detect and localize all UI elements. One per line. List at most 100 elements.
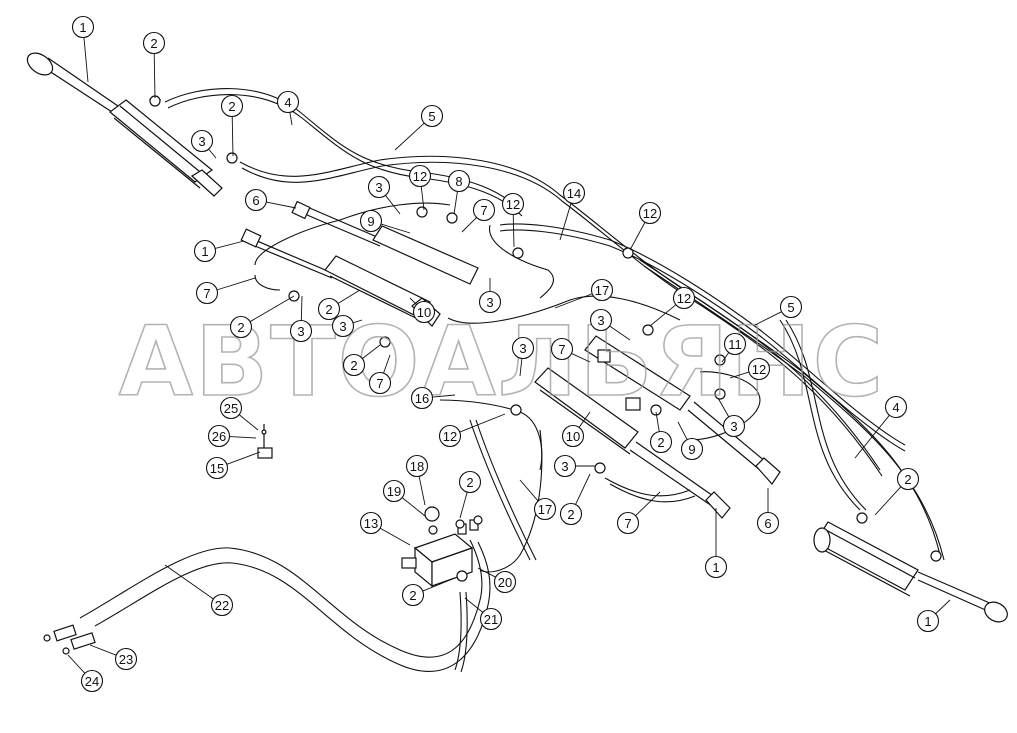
callout-3: 3: [367, 175, 401, 215]
callout-leader-line: [153, 53, 156, 99]
callout-number: 7: [203, 286, 210, 301]
callout-10: 10: [561, 411, 591, 448]
callout-number: 24: [85, 674, 99, 689]
callout-2: 2: [317, 289, 361, 321]
callout-bubble: [562, 181, 586, 205]
callout-2: 2: [142, 31, 166, 99]
callout-leader-line: [215, 240, 245, 249]
callout-bubble: [195, 281, 219, 305]
callout-number: 2: [567, 507, 574, 522]
callout-5: 5: [394, 104, 444, 151]
callout-number: 3: [198, 134, 205, 149]
callout-2: 2: [401, 577, 456, 607]
callout-bubble: [589, 308, 613, 332]
callout-22: 22: [164, 564, 234, 617]
callout-bubble: [244, 188, 268, 212]
callout-bubble: [779, 295, 803, 319]
callout-leader-line: [459, 413, 506, 433]
callout-number: 12: [413, 169, 427, 184]
callout-13: 13: [359, 511, 411, 546]
callout-leader-line: [677, 421, 688, 440]
callout-bubble: [220, 94, 244, 118]
callout-bubble: [704, 555, 728, 579]
callout-number: 7: [376, 376, 383, 391]
callout-leader-line: [754, 311, 782, 326]
callout-leader-line: [874, 486, 902, 516]
callout-number: 7: [558, 342, 565, 357]
callout-number: 12: [443, 429, 457, 444]
callout-leader-line: [935, 599, 951, 615]
callout-number: 15: [210, 461, 224, 476]
callout-number: 19: [387, 484, 401, 499]
callout-leader-line: [422, 577, 456, 592]
callout-number: 5: [787, 300, 794, 315]
callout-leader-line: [379, 527, 411, 546]
callout-leader-line: [383, 354, 391, 374]
callout-number: 2: [150, 36, 157, 51]
callout-bubble: [533, 497, 557, 521]
callout-number: 3: [561, 459, 568, 474]
callout-leader-line: [164, 564, 214, 600]
callout-number: 14: [567, 186, 581, 201]
callout-18: 18: [405, 454, 429, 506]
callout-bubble: [493, 570, 517, 594]
callout-number: 2: [228, 99, 235, 114]
callout-bubble: [458, 470, 482, 494]
callout-bubble: [71, 15, 95, 39]
callout-bubble: [193, 239, 217, 263]
callout-3: 3: [478, 278, 502, 314]
callout-number: 2: [237, 320, 244, 335]
callout-bubble: [207, 424, 231, 448]
callout-number: 2: [466, 475, 473, 490]
callout-2: 2: [342, 344, 381, 377]
callout-number: 23: [119, 652, 133, 667]
callout-number: 3: [339, 319, 346, 334]
callout-2: 2: [874, 467, 920, 516]
hydraulic-cylinder-top-left: [26, 52, 223, 197]
callout-12: 12: [501, 192, 525, 248]
callout-leader-line: [519, 358, 523, 377]
hydraulic-cylinder-bottom-right: [813, 521, 1008, 623]
callout-bubble: [367, 175, 391, 199]
callout-leader-line: [635, 491, 661, 517]
callout-12: 12: [729, 357, 771, 381]
callout-12: 12: [408, 164, 432, 211]
callout-bubble: [478, 290, 502, 314]
callout-number: 8: [455, 174, 462, 189]
callout-leader-line: [477, 567, 496, 578]
callout-bubble: [756, 511, 780, 535]
callout-bubble: [382, 479, 406, 503]
callout-3: 3: [289, 295, 313, 343]
callout-bubble: [359, 511, 383, 535]
fittings: [149, 95, 942, 582]
callout-bubble: [331, 314, 355, 338]
callout-number: 3: [297, 324, 304, 339]
callout-number: 12: [506, 197, 520, 212]
callout-7: 7: [195, 277, 256, 305]
callout-14: 14: [559, 181, 586, 241]
callout-leader-line: [464, 597, 484, 613]
callout-leader-line: [401, 497, 426, 517]
callout-bubble: [289, 319, 313, 343]
callout-leader-line: [409, 297, 417, 305]
callout-number: 21: [484, 612, 498, 627]
callout-bubble: [649, 430, 673, 454]
callout-bubble: [916, 609, 940, 633]
callout-leader-line: [420, 186, 425, 211]
callout-leader-line: [208, 148, 217, 159]
callout-bubble: [317, 297, 341, 321]
callout-number: 2: [350, 358, 357, 373]
callout-bubble: [229, 315, 253, 339]
callout-number: 2: [657, 435, 664, 450]
callout-number: 12: [677, 291, 691, 306]
callout-25: 25: [219, 396, 259, 431]
callout-leader-line: [854, 414, 890, 459]
callout-leader-line: [655, 411, 660, 432]
callout-number: 25: [224, 401, 238, 416]
callout-bubble: [680, 437, 704, 461]
callout-leader-line: [575, 473, 591, 505]
callout-1: 1: [193, 239, 245, 263]
callout-bubble: [359, 209, 383, 233]
callout-number: 3: [730, 419, 737, 434]
